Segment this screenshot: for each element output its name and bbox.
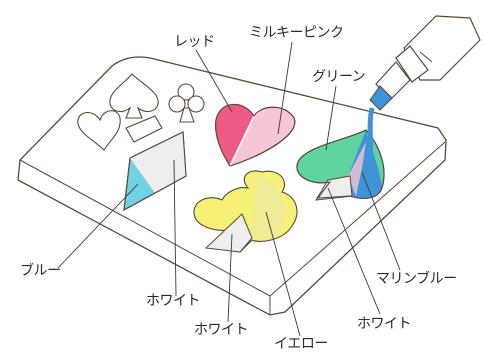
diamond-filled-mold (123, 131, 187, 211)
spade-filled-mold (296, 129, 385, 201)
label-milk-pink: ミルキーピンク (249, 25, 344, 41)
heart-mold-icon (77, 110, 121, 151)
label-white-club: ホワイト (194, 322, 249, 338)
leader-lines (57, 41, 401, 337)
label-red: レッド (174, 34, 215, 50)
spade-mold-icon (109, 73, 159, 119)
label-blue: ブルー (20, 263, 61, 279)
label-white-spade: ホワイト (357, 316, 412, 332)
heart-filled-mold (215, 103, 296, 167)
club-mold-icon (168, 83, 205, 123)
label-white-diamond: ホワイト (146, 293, 201, 309)
label-green: グリーン (312, 69, 366, 85)
silicone-mold-tray (17, 56, 447, 316)
label-yellow: イエロー (274, 336, 328, 352)
label-marine-blue: マリンブルー (376, 271, 457, 287)
diamond-mold-icon (125, 115, 163, 143)
resin-bottle-icon (367, 15, 481, 161)
